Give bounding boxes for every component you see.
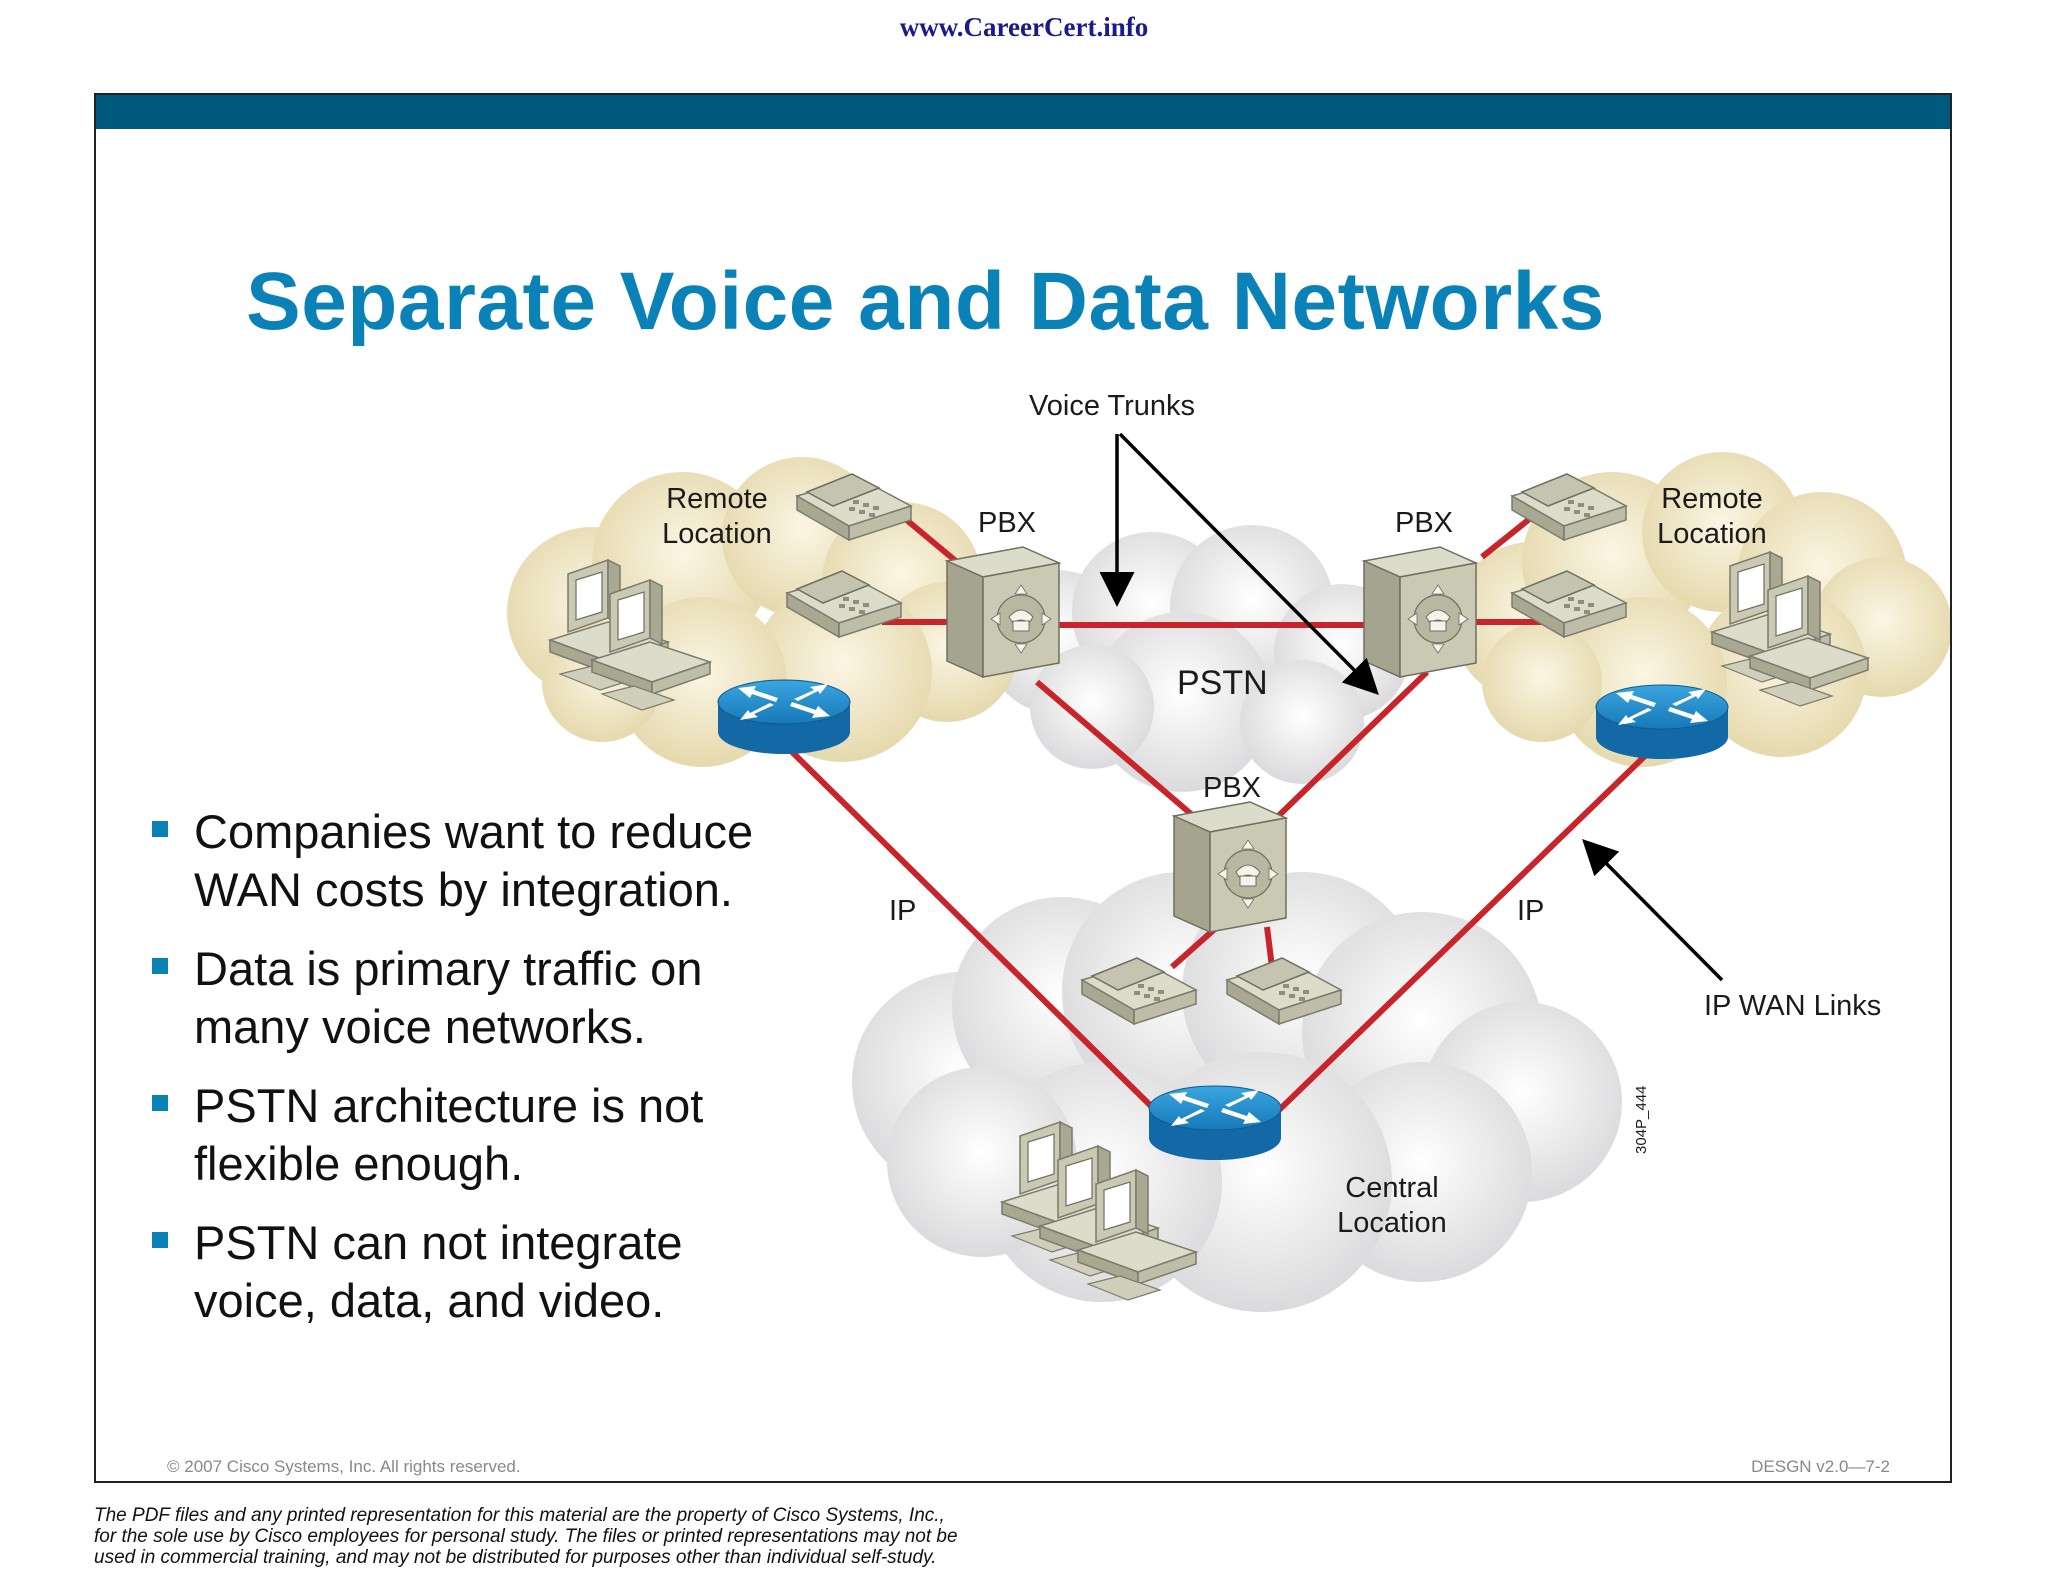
bullet-marker (152, 1095, 168, 1111)
pbx-center-label: PBX (1203, 772, 1261, 804)
pbx-center (1173, 801, 1287, 933)
voice-trunks-arrow-diag (1118, 432, 1379, 695)
remote-location-right-line1: Remote (1661, 483, 1763, 515)
bullet-item: PSTN architecture is not flexible enough… (152, 1077, 892, 1193)
bullet-text-line2: flexible enough. (194, 1137, 524, 1190)
bullet-marker (152, 821, 168, 837)
router-remote-right (1595, 684, 1729, 760)
ip-wan-links-label: IP WAN Links (1704, 990, 1881, 1022)
central-location-line1: Central (1345, 1172, 1439, 1204)
voice-trunks-label: Voice Trunks (1029, 390, 1195, 422)
ip-label-right: IP (1517, 895, 1544, 927)
bullet-text-line1: PSTN can not integrate (194, 1216, 683, 1269)
bullet-marker (152, 958, 168, 974)
disclaimer-line1: The PDF files and any printed representa… (94, 1505, 945, 1526)
pstn-label: PSTN (1177, 664, 1268, 702)
disclaimer: The PDF files and any printed representa… (94, 1505, 1194, 1568)
bullet-text-line2: voice, data, and video. (194, 1274, 665, 1327)
bullet-item: Data is primary traffic on many voice ne… (152, 940, 892, 1056)
ip-wan-links-arrow (1582, 839, 1724, 982)
pbx-right (1363, 546, 1477, 678)
remote-location-right-line2: Location (1657, 518, 1767, 550)
bullet-item: Companies want to reduce WAN costs by in… (152, 803, 892, 919)
network-links (779, 509, 1650, 1115)
remote-location-left-line1: Remote (666, 483, 768, 515)
bullet-item: PSTN can not integrate voice, data, and … (152, 1214, 892, 1330)
voice-trunk-left-center (1035, 679, 1214, 835)
figure-id: 304P_444 (1633, 1086, 1650, 1154)
bullet-text-line1: Data is primary traffic on (194, 942, 703, 995)
voice-trunk-right-center (1264, 669, 1430, 830)
data-link-right (1274, 751, 1650, 1115)
callout-arrows (1099, 432, 1724, 982)
data-link-left (779, 739, 1155, 1110)
slide-title: Separate Voice and Data Networks (246, 256, 1605, 347)
pbx-left-label: PBX (978, 507, 1036, 539)
course-code: DESGN v2.0—7-2 (1751, 1457, 1890, 1476)
disclaimer-line2: for the sole use by Cisco employees for … (94, 1526, 958, 1547)
bullet-text-line2: WAN costs by integration. (194, 863, 733, 916)
bullet-marker (152, 1232, 168, 1248)
slide-header-band (96, 95, 1950, 129)
slide: Voice Trunks PSTN PBX PBX PBX Remote Loc… (94, 93, 1952, 1483)
bullet-list: Companies want to reduce WAN costs by in… (152, 803, 892, 1351)
pbx-left (946, 546, 1060, 678)
router-central (1148, 1085, 1282, 1161)
bullet-text-line1: Companies want to reduce (194, 805, 754, 858)
central-location-line2: Location (1337, 1207, 1447, 1239)
network-diagram: Voice Trunks PSTN PBX PBX PBX Remote Loc… (507, 390, 1950, 1312)
pbx-right-label: PBX (1395, 507, 1453, 539)
ip-label-left: IP (889, 895, 916, 927)
site-url: www.CareerCert.info (899, 12, 1149, 42)
remote-location-left-line2: Location (662, 518, 772, 550)
bullet-text-line2: many voice networks. (194, 1000, 646, 1053)
disclaimer-line3: used in commercial training, and may not… (94, 1547, 937, 1568)
bullet-text-line1: PSTN architecture is not (194, 1079, 704, 1132)
router-remote-left (717, 679, 851, 755)
copyright-notice: © 2007 Cisco Systems, Inc. All rights re… (167, 1457, 521, 1476)
